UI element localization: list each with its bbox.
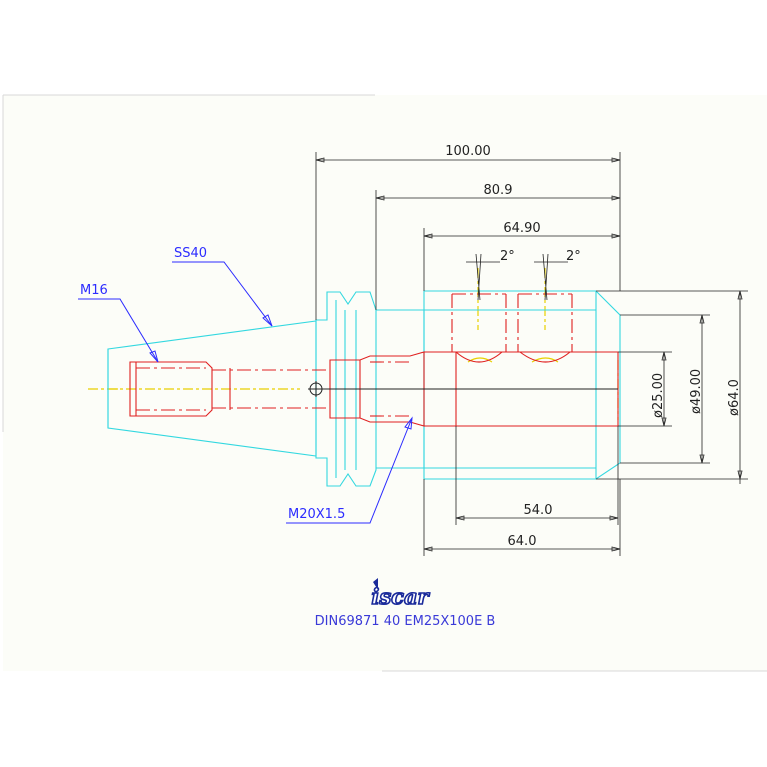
dimensions: 100.00 80.9 64.90 2° 2° ø25.00 ø49.00 — [315, 144, 748, 556]
callout-taper-arrow — [262, 314, 273, 327]
flange-outline — [315, 291, 377, 487]
dim-64-arrows — [423, 233, 621, 239]
dim-overall-length: 100.00 — [445, 144, 491, 159]
angle-right-mark — [534, 253, 568, 301]
brand-logo: iscar — [371, 584, 430, 609]
callout-side-thread: M20X1.5 — [288, 507, 345, 522]
angle-right-label: 2° — [566, 249, 581, 264]
dim-shoulder-diameter: ø49.00 — [689, 369, 704, 414]
dim-54-arrows — [455, 515, 619, 521]
reference-point — [308, 381, 324, 397]
callout-m20-arrow — [404, 416, 413, 430]
dim-bore-diameter: ø25.00 — [651, 373, 666, 418]
dim-25-arrows — [661, 351, 667, 427]
dim-body-length-bottom: 64.0 — [508, 534, 537, 549]
logo-mark-icon — [373, 578, 378, 590]
angle-left-mark — [466, 253, 500, 301]
dim-80-arrows — [375, 195, 621, 201]
title-block: iscar DIN69871 40 EM25X100E B — [315, 578, 496, 629]
dim-body-length: 64.90 — [503, 221, 540, 236]
callout-pull-stud-thread: M16 — [80, 283, 108, 298]
dim-64b-arrows — [423, 546, 621, 552]
dim-body-diameter: ø64.0 — [727, 379, 742, 416]
callout-taper-leader — [172, 261, 273, 327]
dim-100-arrows — [315, 157, 621, 163]
dim-flange-to-end: 80.9 — [484, 183, 513, 198]
callout-taper: SS40 — [174, 246, 207, 261]
product-designation: DIN69871 40 EM25X100E B — [315, 614, 496, 629]
angle-left-label: 2° — [500, 249, 515, 264]
hidden-details — [129, 293, 619, 427]
groove-walls — [451, 294, 573, 352]
callout-m20-leader — [286, 417, 413, 524]
callout-m16-leader — [78, 298, 159, 363]
callout-m16-arrow — [149, 350, 159, 363]
callouts: SS40 M16 M20X1.5 — [78, 246, 413, 524]
groove-bottoms — [455, 351, 571, 363]
dim-49-arrows — [699, 314, 705, 464]
dim-640-arrows — [737, 290, 743, 480]
m16-thread-body — [129, 361, 213, 417]
dim-clamp-length: 54.0 — [524, 503, 553, 518]
